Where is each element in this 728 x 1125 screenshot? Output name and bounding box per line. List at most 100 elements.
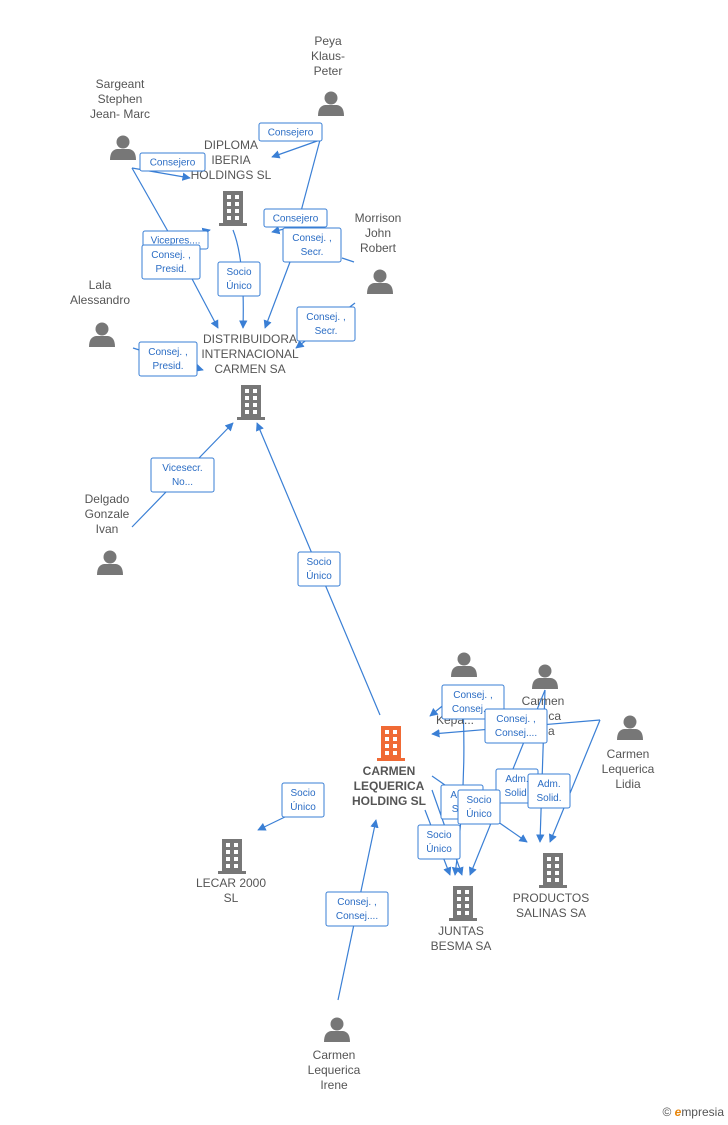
edge-line	[263, 261, 291, 329]
node-label: Alessandro	[70, 293, 130, 307]
edge-line	[299, 139, 321, 216]
edge-label-text: Consej....	[452, 704, 494, 715]
edge-label-text: Consej....	[495, 728, 537, 739]
node-label: SL	[224, 891, 239, 905]
building-window	[393, 730, 397, 734]
edge-label-e2[interactable]: Consejero	[139, 152, 206, 172]
edge-line	[189, 274, 219, 329]
building-window	[393, 737, 397, 741]
person-icon	[97, 550, 123, 575]
node-label: Lequerica	[308, 1063, 361, 1077]
building-window	[226, 857, 230, 861]
node-label: HOLDING SL	[352, 794, 426, 808]
building-icon	[539, 853, 567, 888]
node-label: Jean- Marc	[90, 107, 150, 121]
building-icon	[377, 726, 405, 761]
edge-label-text: Vicesecr.	[162, 463, 202, 474]
edge-label-e9[interactable]: Consej. , Presid.	[138, 341, 198, 377]
building-window	[234, 843, 238, 847]
edge-label-e15[interactable]: Consej. ,Consej....	[484, 708, 548, 744]
edge-label-e10[interactable]: Vicesecr. No...	[150, 457, 215, 493]
edge-label-box	[325, 891, 389, 927]
building-window	[234, 850, 238, 854]
node-label: Sargeant	[96, 77, 145, 91]
edge-label-text: Único	[290, 800, 316, 813]
edge-label-e7[interactable]: Consej. ,Secr.	[282, 227, 342, 263]
node-label: Peter	[314, 64, 343, 78]
edge-label-text: Presid.	[152, 361, 183, 372]
edge-label-box	[296, 306, 356, 342]
edge-label-box	[217, 261, 261, 297]
node-label: CARMEN SA	[214, 362, 285, 376]
node-label: John	[365, 226, 391, 240]
node-label: CARMEN	[363, 764, 416, 778]
edge-label-text: Secr.	[315, 326, 338, 337]
edge-label-text: Consej. ,	[148, 347, 187, 358]
building-window	[245, 396, 249, 400]
building-window	[245, 389, 249, 393]
person-icon	[324, 1017, 350, 1042]
edge-label-text: Único	[466, 807, 492, 820]
person-icon	[617, 715, 643, 740]
edge-label-text: Consej. ,	[306, 312, 345, 323]
edge-label-e13[interactable]: Consej. ,Consej....	[325, 891, 389, 927]
edge-label-text: Presid.	[155, 264, 186, 275]
node-label: Stephen	[98, 92, 143, 106]
building-window	[235, 202, 239, 206]
node-label: Lala	[89, 278, 112, 292]
edge-label-box	[282, 227, 342, 263]
building-window	[555, 871, 559, 875]
building-window	[393, 751, 397, 755]
edge-label-box	[139, 152, 206, 172]
building-window	[226, 864, 230, 868]
edge-label-e5[interactable]: Consej. ,Presid.	[141, 244, 201, 280]
building-window	[547, 864, 551, 868]
edge-label-text: Solid.	[504, 788, 529, 799]
building-window	[245, 410, 249, 414]
edge-label-text: Consejero	[150, 158, 196, 169]
person-icon	[89, 322, 115, 347]
person-icon	[318, 91, 344, 116]
building-window	[457, 890, 461, 894]
edge-label-e17[interactable]: Adm.Solid.	[527, 773, 571, 809]
building-window	[547, 878, 551, 882]
node-label: Robert	[360, 241, 397, 255]
building-window	[234, 864, 238, 868]
edge-label-text: Socio	[226, 267, 251, 278]
building-window	[253, 389, 257, 393]
edge-label-e8[interactable]: Consej. , Secr.	[296, 306, 356, 342]
edge-label-text: Solid.	[536, 793, 561, 804]
edge-label-e1[interactable]: Consejero	[258, 122, 323, 142]
edge-label-text: No...	[172, 477, 193, 488]
copyright-symbol: ©	[662, 1105, 672, 1119]
building-window	[457, 911, 461, 915]
edge-label-text: Adm.	[505, 774, 528, 785]
edge-label-box	[484, 708, 548, 744]
building-window	[385, 737, 389, 741]
node-label: Klaus-	[311, 49, 345, 63]
brand-name: mpresia	[681, 1105, 724, 1119]
brand-logo: © empresia	[662, 1105, 724, 1119]
edge-label-e3[interactable]: Consejero	[263, 208, 328, 228]
building-window	[555, 878, 559, 882]
building-window	[235, 209, 239, 213]
building-window	[457, 897, 461, 901]
